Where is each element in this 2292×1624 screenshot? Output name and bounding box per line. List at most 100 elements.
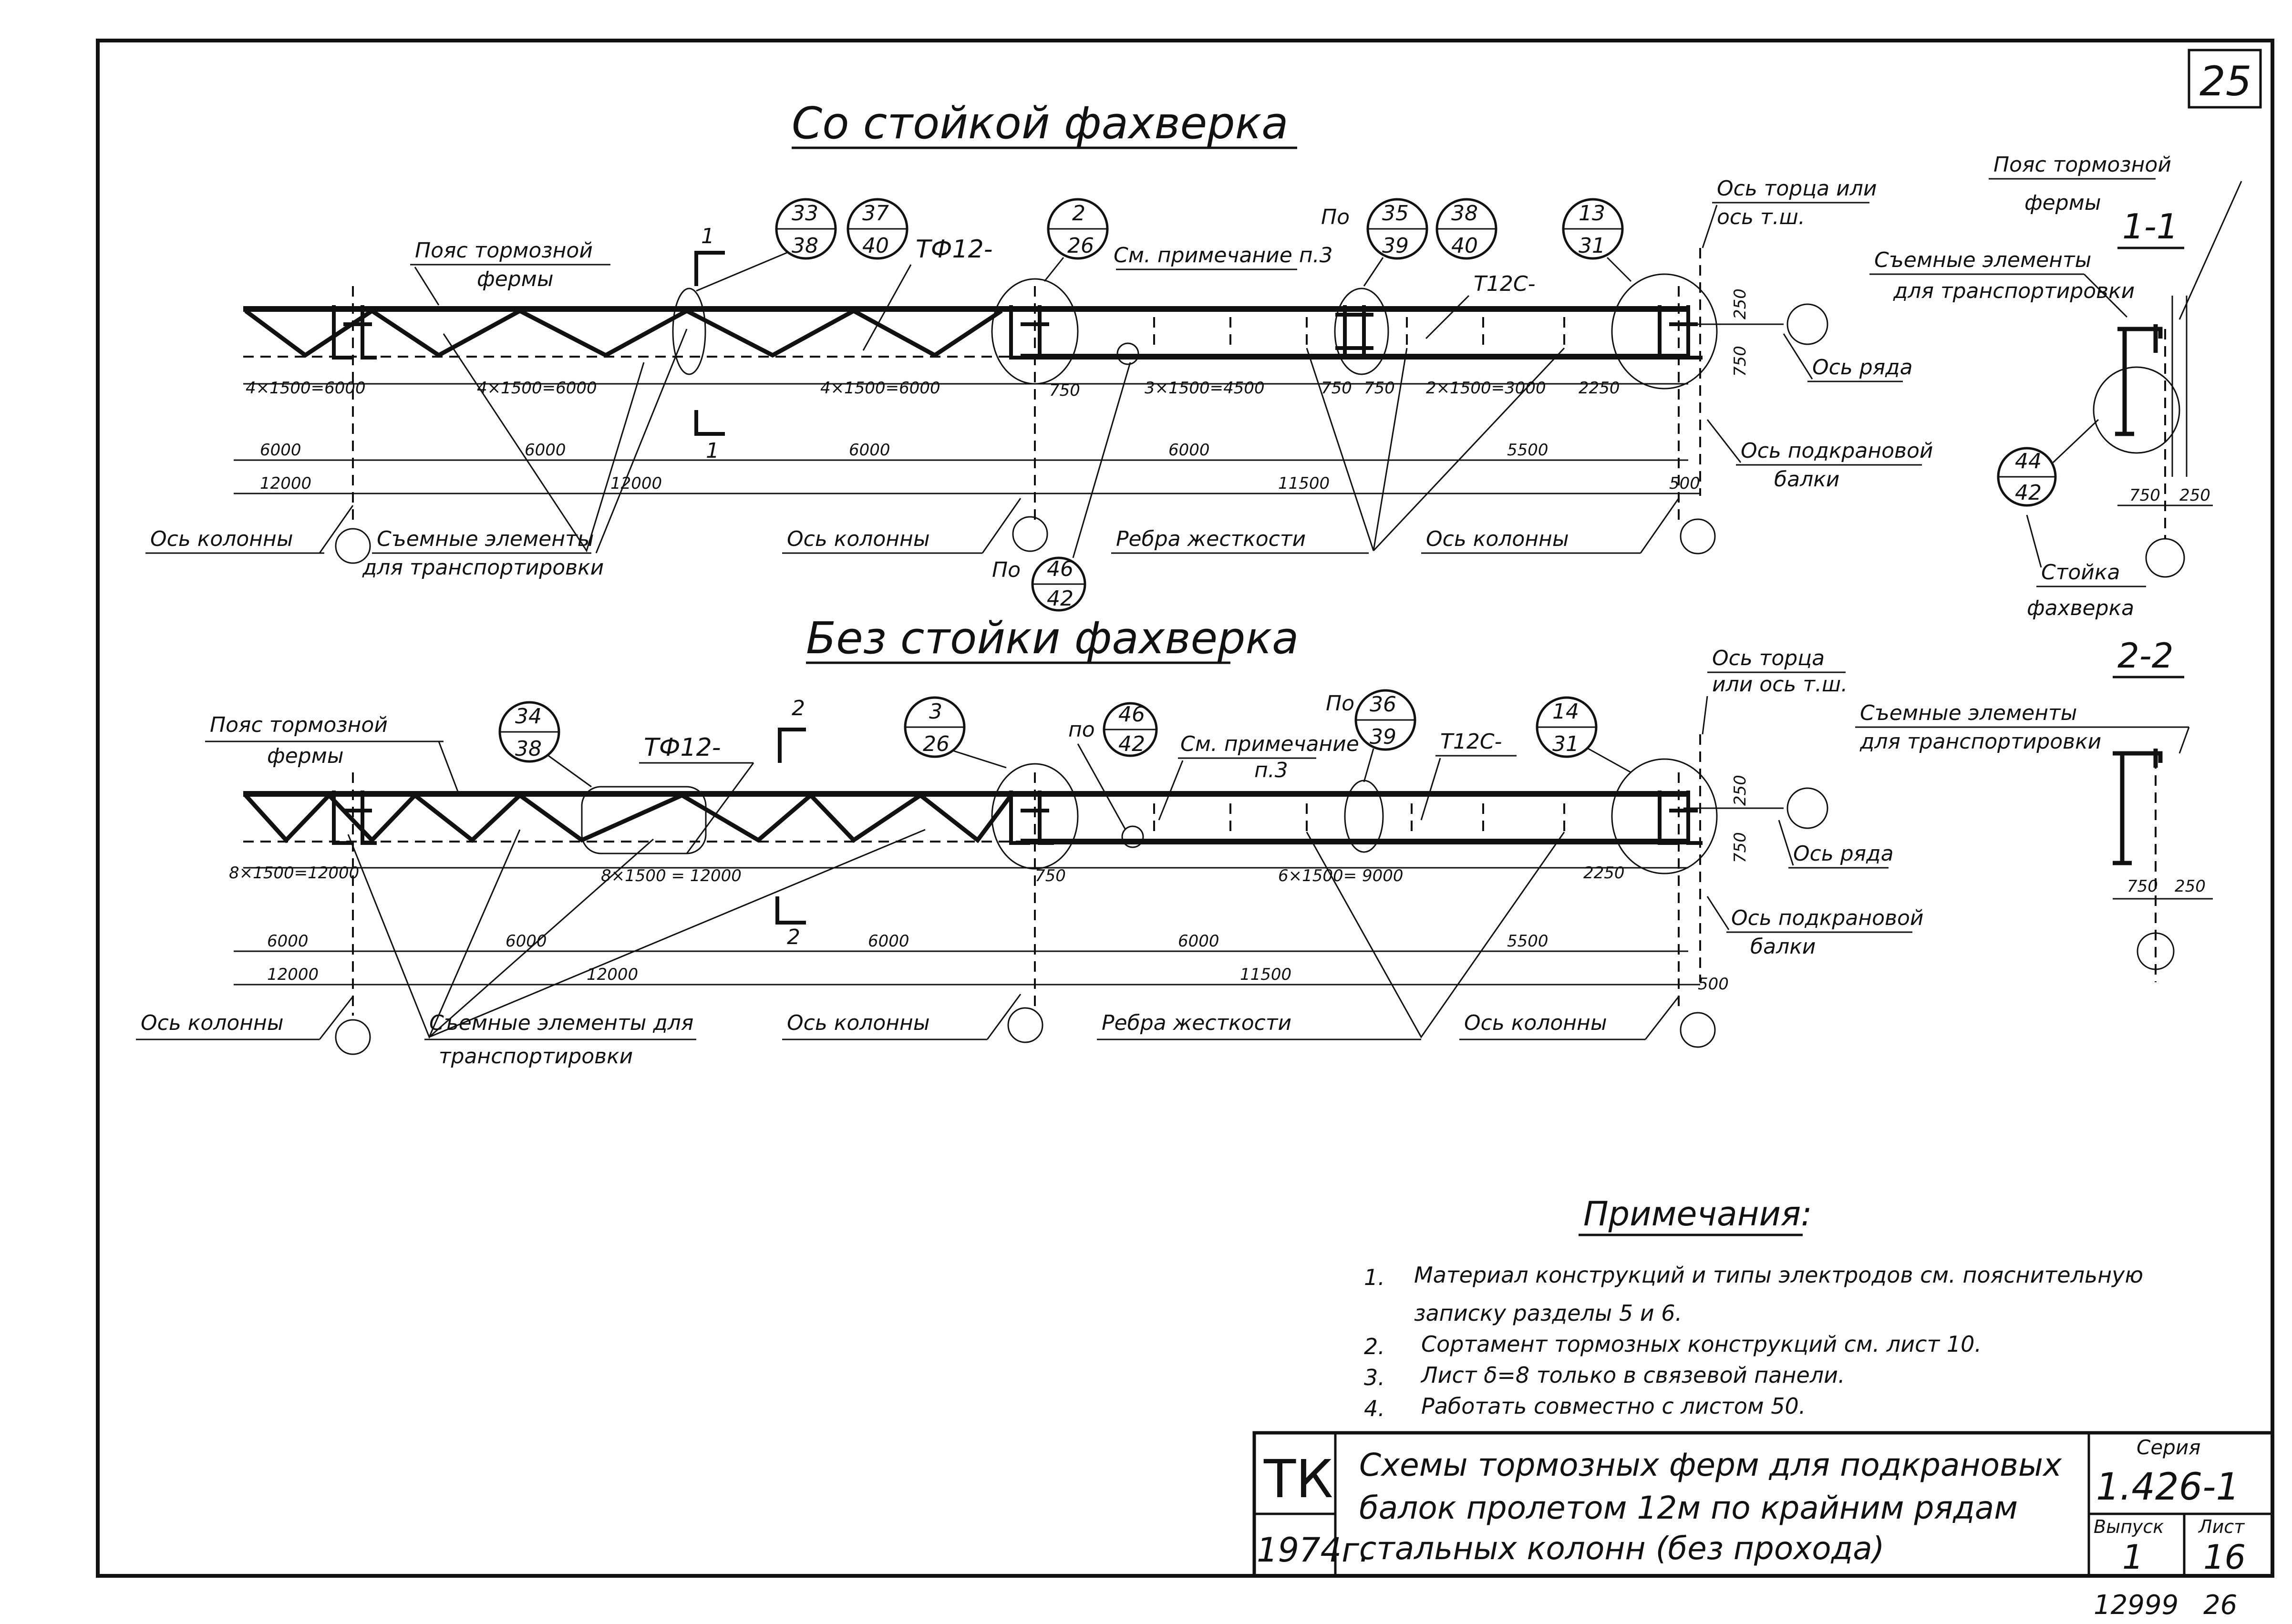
top-callout-2-26: 2 26: [1043, 198, 1109, 282]
top-column-post: [1335, 305, 1373, 358]
bottom-note-ref-1: См. примечание: [1180, 732, 1359, 756]
sec1-chord-1: Пояс тормозной: [1993, 153, 2171, 177]
top-column-left: [332, 305, 377, 360]
bottom-stiffeners: [1153, 803, 1565, 832]
sec1-removable-leader: [2083, 273, 2128, 318]
top-callout-38-40: 38 40: [1435, 198, 1497, 260]
top-chord-label-2: фермы: [477, 267, 554, 291]
top-dim-row2-3: 11500: [1278, 474, 1330, 493]
sec2-dim-250: 250: [2175, 877, 2206, 896]
svg-text:26: 26: [923, 732, 950, 756]
sec2-removable-1: Съемные элементы: [1860, 701, 2077, 725]
bottom-crane-axis-2: балки: [1750, 935, 1816, 959]
bottom-callout-34-38: 34 38: [498, 701, 592, 788]
bottom-column-axis-mid: Ось колонны: [787, 1011, 930, 1035]
top-cut-mark-top: 1: [701, 224, 714, 248]
svg-text:40: 40: [1451, 234, 1478, 258]
sec1-removable-2: для транспортировки: [1893, 279, 2135, 303]
sec2-profile: [2113, 749, 2163, 865]
top-cut-line-top: [694, 251, 725, 286]
page-number-box: [2188, 49, 2262, 109]
top-po-1: По: [1321, 205, 1350, 229]
bottom-row-axis-bubble: [1786, 787, 1828, 829]
bottom-title: Без стойки фахверка: [806, 613, 1299, 664]
top-node-ellipse-3: [1334, 288, 1389, 375]
note-3-line1: Лист δ=8 только в связевой панели.: [1420, 1362, 1845, 1388]
bottom-axis-bubble-left: [335, 1019, 371, 1055]
top-column-axis-right: Ось колонны: [1426, 527, 1569, 551]
top-truss-zigzag: [244, 308, 1003, 358]
bottom-crane-axis-1: Ось подкрановой: [1731, 906, 1923, 930]
bottom-removable-leader-4: [429, 829, 926, 1038]
sec1-profile: [2115, 324, 2163, 436]
bottom-dim-row1-2: 6000: [506, 932, 547, 951]
svg-text:26: 26: [1067, 234, 1094, 258]
bottom-hole-marker: [1121, 825, 1144, 848]
bottom-removable-leader-3: [429, 838, 654, 1038]
top-hole-marker: [1116, 342, 1139, 365]
svg-text:44: 44: [2015, 449, 2042, 473]
bottom-column-axis-mid-leader: [986, 994, 1022, 1040]
bottom-truss-mark-leader: [686, 762, 754, 854]
svg-text:33: 33: [792, 201, 818, 226]
bottom-callout-46-42: 46 42: [1077, 702, 1158, 830]
bottom-removable-leaders: [347, 829, 521, 1039]
top-axis-bubble-right: [1680, 518, 1716, 555]
svg-text:31: 31: [1579, 234, 1605, 258]
bottom-note-ref-leader: [1158, 760, 1184, 821]
top-chord-label-1: Пояс тормозной: [415, 238, 593, 263]
series-label: Серия: [2137, 1436, 2200, 1459]
sec2-removable-2: для транспортировки: [1859, 730, 2101, 754]
sec1-chord-2: фермы: [2024, 191, 2101, 215]
bottom-truss-zigzag: [244, 792, 1013, 843]
note-4-line1: Работать совместно с листом 50.: [1421, 1393, 1806, 1419]
notes-heading: Примечания:: [1583, 1194, 1812, 1233]
bottom-end-axis-2: или ось т.ш.: [1712, 672, 1848, 697]
bottom-callout-14-31: 14 31: [1536, 696, 1631, 773]
sec1-post-leader: [2026, 514, 2042, 568]
top-dim-row1-4: 6000: [1168, 441, 1210, 460]
note-1-line1: Материал конструкций и типы электродов с…: [1414, 1262, 2143, 1288]
top-dim-panel-2: 4×1500=6000: [477, 379, 597, 398]
svg-text:39: 39: [1370, 725, 1396, 749]
top-title: Со стойкой фахверка: [792, 98, 1289, 149]
bottom-stiffeners-label: Ребра жесткости: [1102, 1011, 1291, 1035]
bottom-column-axis-left: Ось колонны: [141, 1011, 284, 1035]
top-truss-mark-line: [862, 264, 912, 351]
top-row-axis: Ось ряда: [1812, 355, 1913, 380]
year-mark: 1974г.: [1257, 1531, 1370, 1570]
top-removable-2: для транспортировки: [362, 555, 604, 580]
top-stiffeners: [1153, 317, 1565, 348]
top-callout-35-39: 35 39: [1363, 198, 1428, 287]
top-dim-row2-1: 12000: [260, 474, 311, 493]
top-column-mid: [1009, 305, 1054, 360]
bottom-callout-3-26: 3 26: [904, 696, 1007, 769]
top-column-right: [1658, 305, 1703, 360]
svg-text:34: 34: [515, 704, 542, 729]
top-node-ellipse-4: [1611, 273, 1718, 390]
bottom-dim-row2-1: 12000: [267, 965, 319, 984]
top-node-ellipse-1: [672, 288, 706, 375]
bottom-cut-mark-bottom: 2: [787, 925, 800, 949]
bottom-node-rect: [581, 786, 707, 854]
top-dim-row2-2: 12000: [610, 474, 662, 493]
bottom-column-mid: [1009, 791, 1054, 845]
bottom-dim-250: 250: [1731, 775, 1750, 806]
top-axis-bubble-mid: [1012, 516, 1048, 552]
bottom-axis-bubble-right: [1680, 1012, 1716, 1048]
bottom-dim-row1-5: 5500: [1507, 932, 1549, 951]
svg-text:42: 42: [1118, 732, 1145, 756]
bottom-end-axis-1: Ось торца: [1712, 646, 1825, 670]
bottom-stiffeners-leaders: [1306, 832, 1565, 1038]
bottom-po-1: по: [1068, 718, 1095, 742]
bottom-callout-36-39: 36 39: [1354, 689, 1416, 782]
sec1-chord-leader: [2178, 181, 2242, 320]
sec1-axis-bubble: [2145, 538, 2185, 578]
drawing-title-line-1: Схемы тормозных ферм для подкрановых: [1359, 1447, 2062, 1483]
top-axis-bubble-left: [335, 528, 371, 564]
top-column-axis-left-leader: [319, 505, 354, 554]
svg-text:38: 38: [792, 234, 818, 258]
bottom-dim-panel-3: 750: [1035, 866, 1066, 885]
bottom-cut-line-top: [778, 728, 806, 763]
notes-block: Примечания: 1. Материал конструкций и ти…: [1364, 1194, 2143, 1421]
